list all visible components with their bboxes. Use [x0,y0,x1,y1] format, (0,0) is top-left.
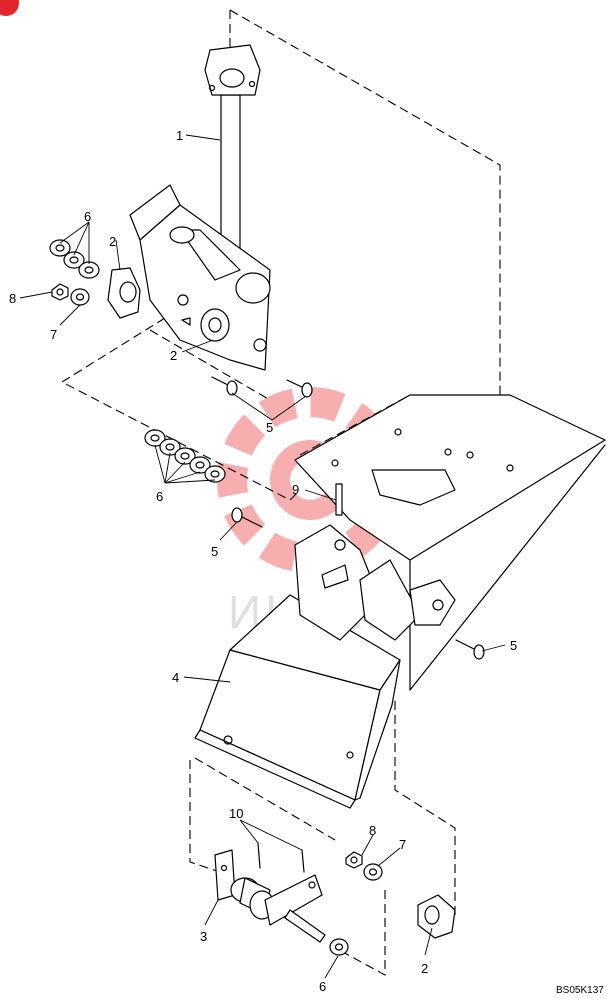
nut-part-8-lower [345,851,363,869]
washer-part-6-lower [329,938,349,956]
callout-2-upper: 2 [109,234,116,249]
pedal-bracket-part-4 [194,524,456,809]
callout-6-upper: 6 [84,209,91,224]
callout-6-lower: 6 [319,979,326,994]
bushing-part-2-lower [417,894,456,939]
bushing-part-2-upper [107,267,141,319]
callout-9: 9 [292,482,299,497]
callout-2-middle: 2 [170,348,177,363]
leader-lines [19,134,506,979]
washers-part-6-middle [144,429,226,483]
callout-8-lower: 8 [369,823,376,838]
callout-5-upper: 5 [266,420,273,435]
corner-badge [0,0,19,16]
pedal-arm-part-1 [129,44,271,371]
callout-6-middle: 6 [156,489,163,504]
callout-7-upper: 7 [50,327,57,342]
callout-5-right: 5 [510,638,517,653]
callout-1: 1 [176,128,183,143]
callout-7-lower: 7 [399,837,406,852]
pin-part-9 [335,483,343,516]
callout-4: 4 [172,670,179,685]
callout-5-middle: 5 [211,544,218,559]
washer-part-7-lower [363,863,383,881]
nut-part-8-upper [51,283,69,301]
drawing-code: BS05K137 [556,985,604,996]
bushing-part-2-middle [200,308,230,342]
callout-8-upper: 8 [9,291,16,306]
washer-part-7-upper [70,288,90,306]
washers-part-6-upper [49,239,100,279]
callout-10: 10 [229,806,243,821]
callout-3: 3 [200,929,207,944]
bolt-part-5-upper-left [211,376,238,396]
cotter-pins-part-10 [257,842,305,873]
linkage-part-3 [214,849,326,943]
callout-2-lower: 2 [421,961,428,976]
callout-labels: 1 2 2 2 3 4 5 5 5 6 6 6 7 7 8 8 9 10 [9,128,517,994]
bolt-part-5-right [455,639,485,660]
bolt-part-5-upper-right [286,379,313,398]
